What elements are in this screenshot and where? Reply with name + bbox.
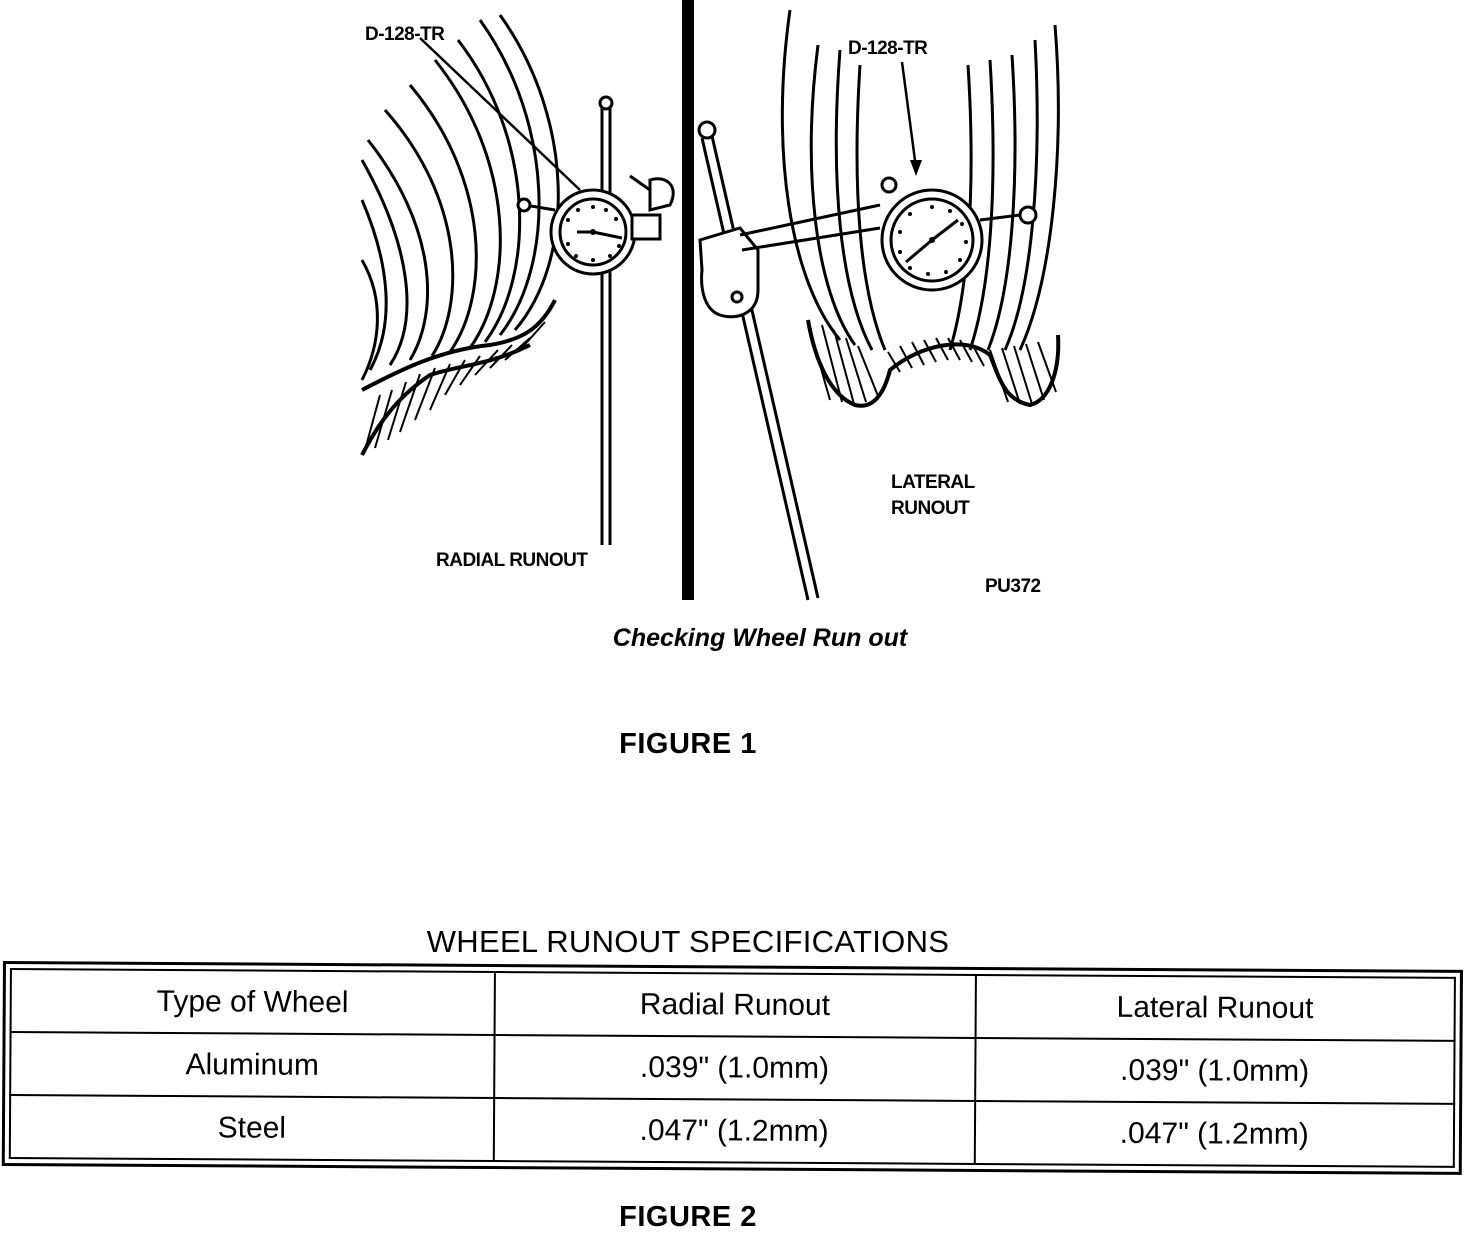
table-row: Steel .047" (1.2mm) .047" (1.2mm) [9,1095,1455,1167]
cell-wheel-type: Aluminum [10,1032,495,1099]
figure2-label: FIGURE 2 [619,1201,757,1233]
tool-label-right: D-128-TR [848,38,928,59]
spec-table-frame: Type of Wheel Radial Runout Lateral Runo… [1,961,1463,1175]
cell-lateral-value: .039" (1.0mm) [974,1037,1455,1104]
figure-code-label: PU372 [985,576,1041,597]
header-lateral-runout: Lateral Runout [975,974,1455,1041]
cell-radial-value: .047" (1.2mm) [493,1098,975,1164]
figure1-caption: Checking Wheel Run out [612,624,908,652]
wheel-runout-drawing [360,0,1061,601]
runout-spec-table: Type of Wheel Radial Runout Lateral Runo… [9,968,1456,1168]
table-title: WHEEL RUNOUT SPECIFICATIONS [426,924,950,959]
tool-label-left: D-128-TR [365,24,445,45]
cell-lateral-value: .047" (1.2mm) [974,1100,1455,1167]
lateral-runout-label-line1: LATERAL [891,472,975,493]
figure1-illustration: D-128-TR D-128-TR RADIAL RUNOUT LATERAL … [340,0,1080,605]
figure1-label: FIGURE 1 [619,728,757,760]
header-type-of-wheel: Type of Wheel [10,969,495,1036]
cell-radial-value: .039" (1.0mm) [493,1035,976,1101]
lateral-runout-label-line2: RUNOUT [891,498,970,519]
table-row: Aluminum .039" (1.0mm) .039" (1.0mm) [10,1032,1455,1104]
radial-runout-label: RADIAL RUNOUT [436,550,588,571]
cell-wheel-type: Steel [9,1095,494,1162]
table-header-row: Type of Wheel Radial Runout Lateral Runo… [10,969,1455,1041]
header-radial-runout: Radial Runout [494,972,976,1038]
